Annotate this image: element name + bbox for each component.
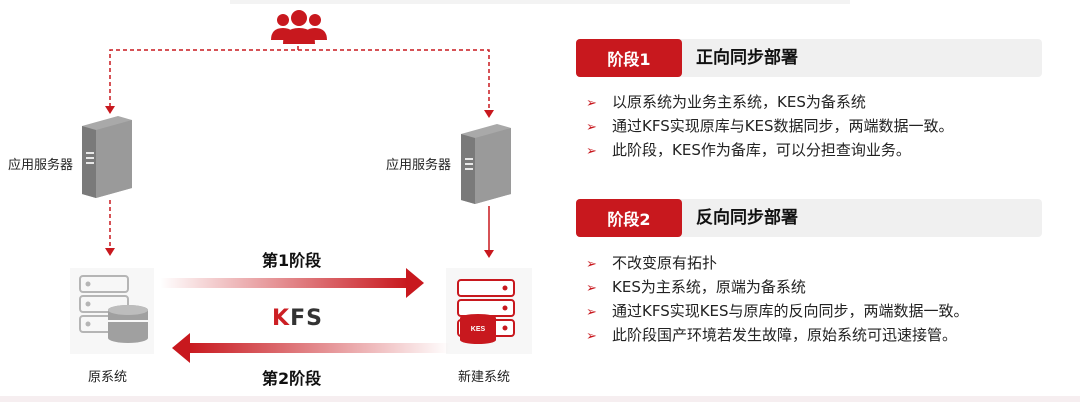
phase2-badge: 阶段2 (576, 199, 682, 237)
phase2-panel: 阶段2 反向同步部署 ➢ 不改变原有拓扑 ➢ KES为主系统，原端为备系统 ➢ 通过K… (576, 199, 1042, 344)
arrowhead-right-db (484, 250, 494, 258)
kfs-logo-fs: FS (290, 306, 323, 331)
users-icon (271, 10, 327, 44)
arrow-bullet-icon: ➢ (586, 144, 597, 159)
left-app-server-icon (82, 116, 132, 198)
phase2-points: ➢ 不改变原有拓扑 ➢ KES为主系统，原端为备系统 ➢ 通过KFS实现KES与原库的… (586, 251, 969, 347)
phase2-header: 阶段2 反向同步部署 (576, 199, 1042, 237)
stage1-arrow-label: 第1阶段 (262, 251, 322, 270)
list-item: ➢ 通过KFS实现KES与原库的反向同步，两端数据一致。 (586, 299, 969, 323)
point-text: 此阶段，KES作为备库，可以分担查询业务。 (612, 141, 911, 159)
list-item: ➢ 不改变原有拓扑 (586, 251, 969, 275)
list-item: ➢ 通过KFS实现原库与KES数据同步，两端数据一致。 (586, 114, 954, 138)
phase1-badge: 阶段1 (576, 39, 682, 77)
point-text: 以原系统为业务主系统，KES为备系统 (612, 93, 866, 111)
left-app-server-label: 应用服务器 (8, 158, 74, 173)
phase1-panel: 阶段1 正向同步部署 ➢ 以原系统为业务主系统，KES为备系统 ➢ 通过KFS实现原… (576, 39, 1042, 159)
kfs-logo-k: K (272, 306, 291, 331)
stage2-reverse-arrow (172, 333, 450, 363)
arrow-bullet-icon: ➢ (586, 281, 597, 296)
kes-system-db-icon: KES (446, 268, 532, 354)
bottom-divider (0, 396, 1080, 402)
point-text: 不改变原有拓扑 (612, 254, 718, 272)
arrow-bullet-icon: ➢ (586, 257, 597, 272)
phase2-title: 反向同步部署 (696, 208, 798, 228)
new-system-label: 新建系统 (458, 370, 511, 385)
kfs-logo: KFS (272, 306, 323, 331)
arrowhead-right-server (484, 110, 494, 118)
phase1-points: ➢ 以原系统为业务主系统，KES为备系统 ➢ 通过KFS实现原库与KES数据同步，两… (586, 90, 954, 162)
source-system-label: 原系统 (88, 370, 128, 385)
user-to-servers-connector (109, 46, 490, 112)
list-item: ➢ 以原系统为业务主系统，KES为备系统 (586, 90, 954, 114)
stage1-forward-arrow (160, 268, 424, 298)
phase1-header: 阶段1 正向同步部署 (576, 39, 1042, 77)
point-text: KES为主系统，原端为备系统 (612, 278, 806, 296)
stage2-arrow-label: 第2阶段 (262, 369, 322, 388)
point-text: 通过KFS实现KES与原库的反向同步，两端数据一致。 (612, 302, 969, 320)
top-divider (230, 0, 850, 4)
arrow-bullet-icon: ➢ (586, 305, 597, 320)
point-text: 通过KFS实现原库与KES数据同步，两端数据一致。 (612, 117, 954, 135)
arrowhead-left-db (105, 248, 115, 256)
migration-diagram: KES (70, 10, 532, 363)
list-item: ➢ KES为主系统，原端为备系统 (586, 275, 969, 299)
arrow-bullet-icon: ➢ (586, 120, 597, 135)
phase1-title: 正向同步部署 (696, 48, 798, 68)
source-system-db-icon (70, 268, 154, 354)
list-item: ➢ 此阶段国产环境若发生故障，原始系统可迅速接管。 (586, 323, 969, 347)
arrowhead-left-server (105, 106, 115, 114)
kes-badge-text: KES (471, 326, 486, 333)
right-app-server-label: 应用服务器 (386, 158, 452, 173)
list-item: ➢ 此阶段，KES作为备库，可以分担查询业务。 (586, 138, 954, 162)
point-text: 此阶段国产环境若发生故障，原始系统可迅速接管。 (612, 326, 958, 344)
arrow-bullet-icon: ➢ (586, 96, 597, 111)
arrow-bullet-icon: ➢ (586, 329, 597, 344)
right-app-server-icon (461, 124, 511, 204)
